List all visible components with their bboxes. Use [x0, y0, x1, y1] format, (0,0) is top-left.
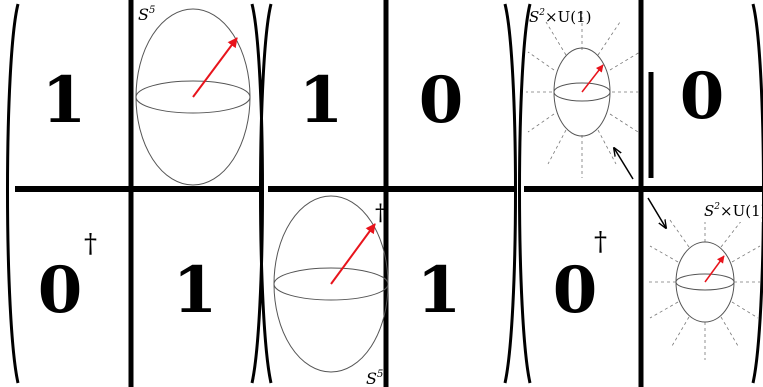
cell-top-left: 1	[42, 63, 87, 138]
right-bracket	[250, 3, 264, 384]
arrow-icon	[581, 64, 604, 93]
arrow-icon	[614, 148, 634, 180]
right-bracket	[751, 3, 763, 384]
label-backdrop	[700, 200, 762, 222]
arrow-icon	[330, 223, 376, 285]
left-bracket	[6, 3, 20, 384]
cell-top-right: 0	[419, 63, 464, 138]
matrix-3: 0 0 † S2×U(1)	[518, 0, 763, 387]
sphere-label: S5	[138, 5, 155, 24]
sphere-label: S5	[366, 369, 383, 387]
left-bracket	[259, 3, 273, 384]
cell-bottom-right: 1	[417, 253, 462, 328]
left-bracket	[518, 3, 532, 384]
right-bracket	[503, 3, 517, 384]
matrix-1: 1 0 † 1 S5	[6, 0, 264, 387]
arrow-icon	[647, 197, 666, 228]
arrow-icon	[192, 37, 238, 98]
cell-bottom-right: 1	[173, 253, 218, 328]
matrix-2: 1 0 1 † S5	[259, 0, 517, 387]
sphere-label-top: S2×U(1)	[529, 8, 591, 26]
sphere-icon	[273, 195, 389, 373]
sphere-icon	[135, 8, 251, 186]
arrow-icon	[704, 255, 725, 283]
cell-top-right: 0	[680, 59, 725, 134]
cell-top-left: 1	[299, 63, 344, 138]
cell-bottom-left-dagger: †	[84, 229, 97, 259]
cell-bottom-left-dagger: †	[594, 227, 607, 257]
dagger-label: †	[375, 201, 386, 226]
fuzzy-sphere-icon	[648, 214, 761, 360]
fuzzy-sphere-icon	[526, 8, 641, 178]
sphere-label-bottom: S2×U(1)	[704, 202, 763, 220]
cell-bottom-left: 0	[553, 253, 598, 328]
cell-bottom-left: 0	[38, 253, 83, 328]
